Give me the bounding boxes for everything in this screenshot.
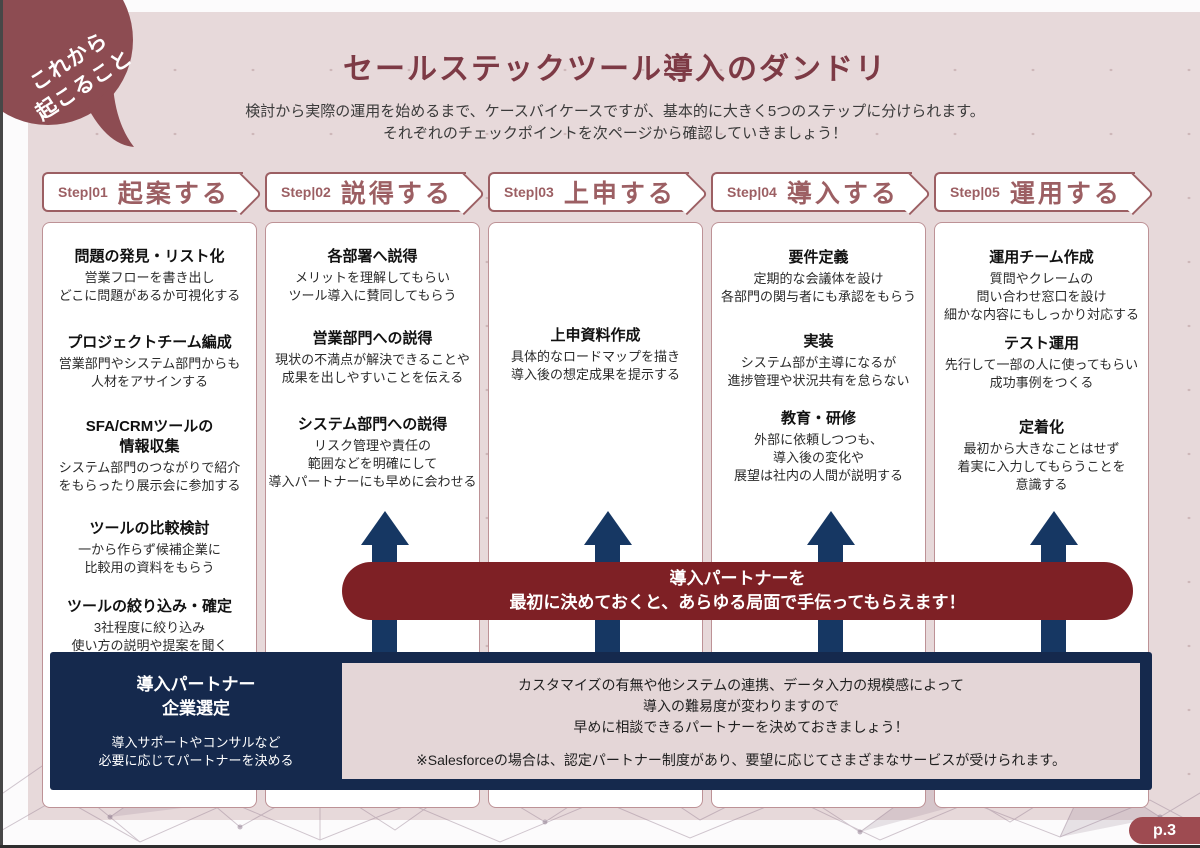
step-number-label: Step|02 (281, 184, 331, 200)
task-item: プロジェクトチーム編成 営業部門やシステム部門からも人材をアサインする (43, 333, 256, 391)
task-item: ツールの絞り込み・確定 3社程度に絞り込み使い方の説明や提案を聞く (43, 597, 256, 655)
partner-note: カスタマイズの有無や他システムの連携、データ入力の規模感によって 導入の難易度が… (342, 663, 1140, 779)
subtitle-line-2: それぞれのチェックポイントを次ページから確認していきましょう！ (382, 125, 848, 142)
task-desc: 営業部門やシステム部門からも人材をアサインする (58, 356, 241, 389)
task-title: 実装 (803, 333, 834, 350)
step-name-label: 導入する (786, 180, 899, 208)
task-desc: 定期的な会議体を設け各部門の関与者にも承認をもらう (720, 271, 916, 304)
task-desc: 営業フローを書き出しどこに問題があるか可視化する (58, 270, 241, 303)
task-desc: 最初から大きなことはせず着実に入力してもらうことを意識する (957, 441, 1126, 492)
task-desc: 現状の不満点が解決できることや成果を出しやすいことを伝える (275, 352, 470, 385)
page-subtitle: 検討から実際の運用を始めるまで、ケースバイケースですが、基本的に大きく5つのステ… (100, 101, 1130, 145)
note-line-2: 導入の難易度が変わりますので (643, 698, 839, 714)
subtitle-line-1: 検討から実際の運用を始めるまで、ケースバイケースですが、基本的に大きく5つのステ… (245, 103, 985, 120)
step-header-02: Step|02 説得する (265, 172, 466, 212)
step-name-label: 運用する (1009, 180, 1122, 208)
task-desc: 先行して一部の人に使ってもらい成功事例をつくる (944, 357, 1139, 390)
task-desc: システム部門のつながりで紹介をもらったり展示会に参加する (58, 460, 241, 493)
step-number-label: Step|01 (58, 184, 108, 200)
task-title: テスト運用 (1003, 335, 1079, 352)
task-title: 要件定義 (788, 249, 849, 266)
task-item: 教育・研修 外部に依頼しつつも、導入後の変化や展望は社内の人間が説明する (712, 409, 925, 485)
note-line-1: カスタマイズの有無や他システムの連携、データ入力の規模感によって (517, 677, 965, 693)
task-item: テスト運用 先行して一部の人に使ってもらい成功事例をつくる (935, 334, 1148, 392)
partner-selection-box: 導入パートナー 企業選定 導入サポートやコンサルなど 必要に応じてパートナーを決… (50, 652, 1152, 790)
step-header-05: Step|05 運用する (934, 172, 1135, 212)
task-item: 定着化 最初から大きなことはせず着実に入力してもらうことを意識する (935, 418, 1148, 494)
task-desc: 一から作らず候補企業に比較用の資料をもらう (78, 542, 221, 575)
step-header-03: Step|03 上申する (488, 172, 689, 212)
task-title: 問題の発見・リスト化 (74, 248, 225, 265)
note-line-4: ※Salesforceの場合は、認定パートナー制度があり、要望に応じてさまざまな… (416, 752, 1066, 768)
task-item: 各部署へ説得 メリットを理解してもらいツール導入に賛同してもらう (266, 247, 479, 305)
banner-line-1: 導入パートナーを (669, 569, 806, 588)
note-line-3: 早めに相談できるパートナーを決めておきましょう！ (573, 719, 909, 735)
task-desc: 質問やクレームの問い合わせ窓口を設け細かな内容にもしっかり対応する (943, 271, 1139, 322)
task-item: SFA/CRMツールの情報収集 システム部門のつながりで紹介をもらったり展示会に… (43, 417, 256, 495)
task-desc: 3社程度に絞り込み使い方の説明や提案を聞く (71, 620, 228, 653)
task-item: 実装 システム部が主導になるが進捗管理や状況共有を怠らない (712, 332, 925, 390)
step-number-label: Step|04 (727, 184, 777, 200)
task-title: 定着化 (1018, 419, 1064, 436)
task-item: 運用チーム作成 質問やクレームの問い合わせ窓口を設け細かな内容にもしっかり対応す… (935, 248, 1148, 324)
task-title: ツールの絞り込み・確定 (66, 598, 232, 615)
step-number-label: Step|05 (950, 184, 1000, 200)
page-number-label: p.3 (1152, 821, 1177, 839)
bottom-edge-line (0, 845, 1200, 848)
intro-speech-bubble: これから 起こること (0, 0, 200, 180)
task-title: プロジェクトチーム編成 (67, 334, 232, 351)
step-header-04: Step|04 導入する (711, 172, 912, 212)
left-edge-line (0, 0, 3, 848)
partner-banner: 導入パートナーを 最初に決めておくと、あらゆる局面で手伝ってもらえます！ (342, 562, 1133, 620)
task-desc: システム部が主導になるが進捗管理や状況共有を怠らない (727, 355, 910, 388)
task-item: 上申資料作成 具体的なロードマップを描き導入後の想定成果を提示する (489, 326, 702, 384)
task-item: ツールの比較検討 一から作らず候補企業に比較用の資料をもらう (43, 519, 256, 577)
partner-box-subtitle: 導入サポートやコンサルなど 必要に応じてパートナーを決める (98, 734, 294, 768)
step-name-label: 起案する (117, 180, 230, 208)
partner-box-title: 導入パートナー 企業選定 (136, 674, 256, 718)
step-name-label: 上申する (563, 180, 676, 208)
task-title: 上申資料作成 (550, 327, 641, 344)
task-title: ツールの比較検討 (89, 520, 210, 537)
partner-selection-label: 導入パートナー 企業選定 導入サポートやコンサルなど 必要に応じてパートナーを決… (50, 652, 342, 790)
task-desc: リスク管理や責任の範囲などを明確にして導入パートナーにも早めに会わせる (268, 438, 477, 489)
step-header-01: Step|01 起案する (42, 172, 243, 212)
step-number-label: Step|03 (504, 184, 554, 200)
task-item: 営業部門への説得 現状の不満点が解決できることや成果を出しやすいことを伝える (266, 329, 479, 387)
task-item: 要件定義 定期的な会議体を設け各部門の関与者にも承認をもらう (712, 248, 925, 306)
banner-line-2: 最初に決めておくと、あらゆる局面で手伝ってもらえます！ (509, 593, 966, 612)
page-number-badge: p.3 (1129, 817, 1200, 844)
task-title: システム部門への説得 (297, 416, 448, 433)
task-item: システム部門への説得 リスク管理や責任の範囲などを明確にして導入パートナーにも早… (266, 415, 479, 491)
task-desc: 具体的なロードマップを描き導入後の想定成果を提示する (510, 349, 680, 382)
task-desc: メリットを理解してもらいツール導入に賛同してもらう (288, 270, 457, 303)
task-title: 教育・研修 (780, 410, 856, 427)
task-title: 営業部門への説得 (312, 330, 433, 347)
task-item: 問題の発見・リスト化 営業フローを書き出しどこに問題があるか可視化する (43, 247, 256, 305)
task-title: 運用チーム作成 (989, 249, 1094, 266)
speech-bubble-shape (0, 0, 134, 147)
task-desc: 外部に依頼しつつも、導入後の変化や展望は社内の人間が説明する (733, 432, 903, 483)
task-title: SFA/CRMツールの情報収集 (85, 418, 214, 455)
page-title: セールステックツール導入のダンドリ (343, 53, 887, 86)
task-title: 各部署へ説得 (327, 248, 418, 265)
step-name-label: 説得する (340, 180, 453, 208)
